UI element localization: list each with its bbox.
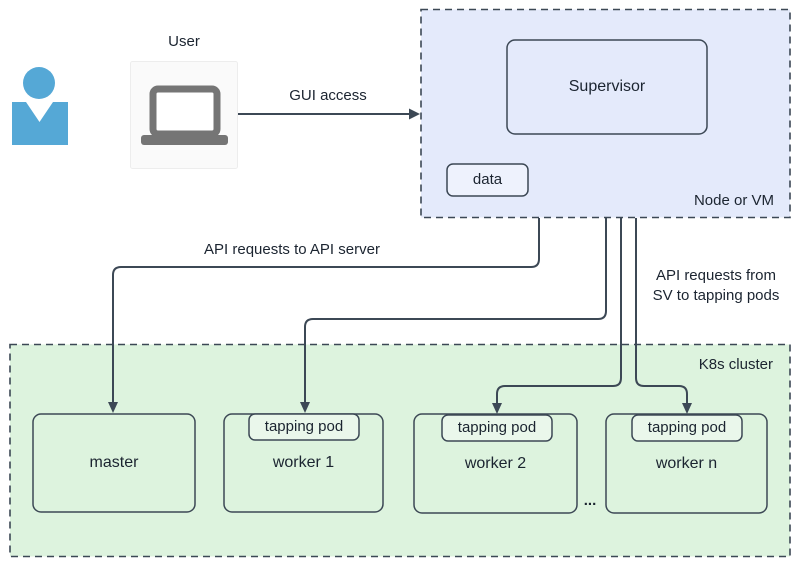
data-label: data: [472, 171, 503, 188]
data-box: [446, 163, 529, 197]
worker1-arrowhead: [300, 402, 310, 413]
k8s-cluster-box: [9, 343, 791, 558]
api-from-sv-line1: API requests from: [655, 267, 777, 284]
master-box: [32, 413, 196, 513]
tapping-pod-label-n: tapping pod: [647, 419, 727, 436]
gui-access-arrowhead: [409, 108, 420, 120]
supervisor-to-workern-line: [635, 218, 688, 403]
api-from-sv-line2: SV to tapping pods: [652, 287, 780, 304]
arrowheads: [108, 108, 692, 414]
supervisor-label: Supervisor: [568, 78, 646, 95]
worker2-arrowhead: [492, 403, 502, 414]
workern-arrowhead: [682, 403, 692, 414]
tapping-pod-box-2: [441, 414, 553, 442]
workern-label: worker n: [655, 454, 718, 472]
connector-lines: [112, 113, 688, 403]
laptop-icon: [141, 85, 228, 145]
gui-access-label: GUI access: [289, 87, 367, 104]
supervisor-to-worker1-line: [304, 218, 607, 402]
supervisor-box: [506, 39, 708, 135]
api-to-server-label: API requests to API server: [204, 241, 380, 258]
workers-ellipsis: ...: [583, 492, 597, 509]
master-label: master: [89, 454, 139, 471]
tapping-pod-label-2: tapping pod: [457, 419, 537, 436]
worker1-label: worker 1: [272, 454, 335, 471]
workern-box: [605, 413, 768, 514]
tapping-pod-box-1: [248, 413, 360, 441]
user-person-icon: [12, 67, 68, 145]
tapping-pod-box-n: [631, 414, 743, 442]
worker2-label: worker 2: [464, 454, 527, 472]
user-label: User: [168, 33, 200, 50]
worker2-box: [413, 413, 578, 514]
k8s-cluster-label: K8s cluster: [698, 356, 773, 373]
supervisor-to-master-line: [112, 218, 540, 402]
master-arrowhead: [108, 402, 118, 413]
node-or-vm-label: Node or VM: [693, 192, 774, 209]
tapping-pod-label-1: tapping pod: [264, 418, 344, 435]
api-from-sv-label: API requests from SV to tapping pods: [616, 265, 800, 307]
supervisor-to-worker2-line: [496, 218, 622, 403]
